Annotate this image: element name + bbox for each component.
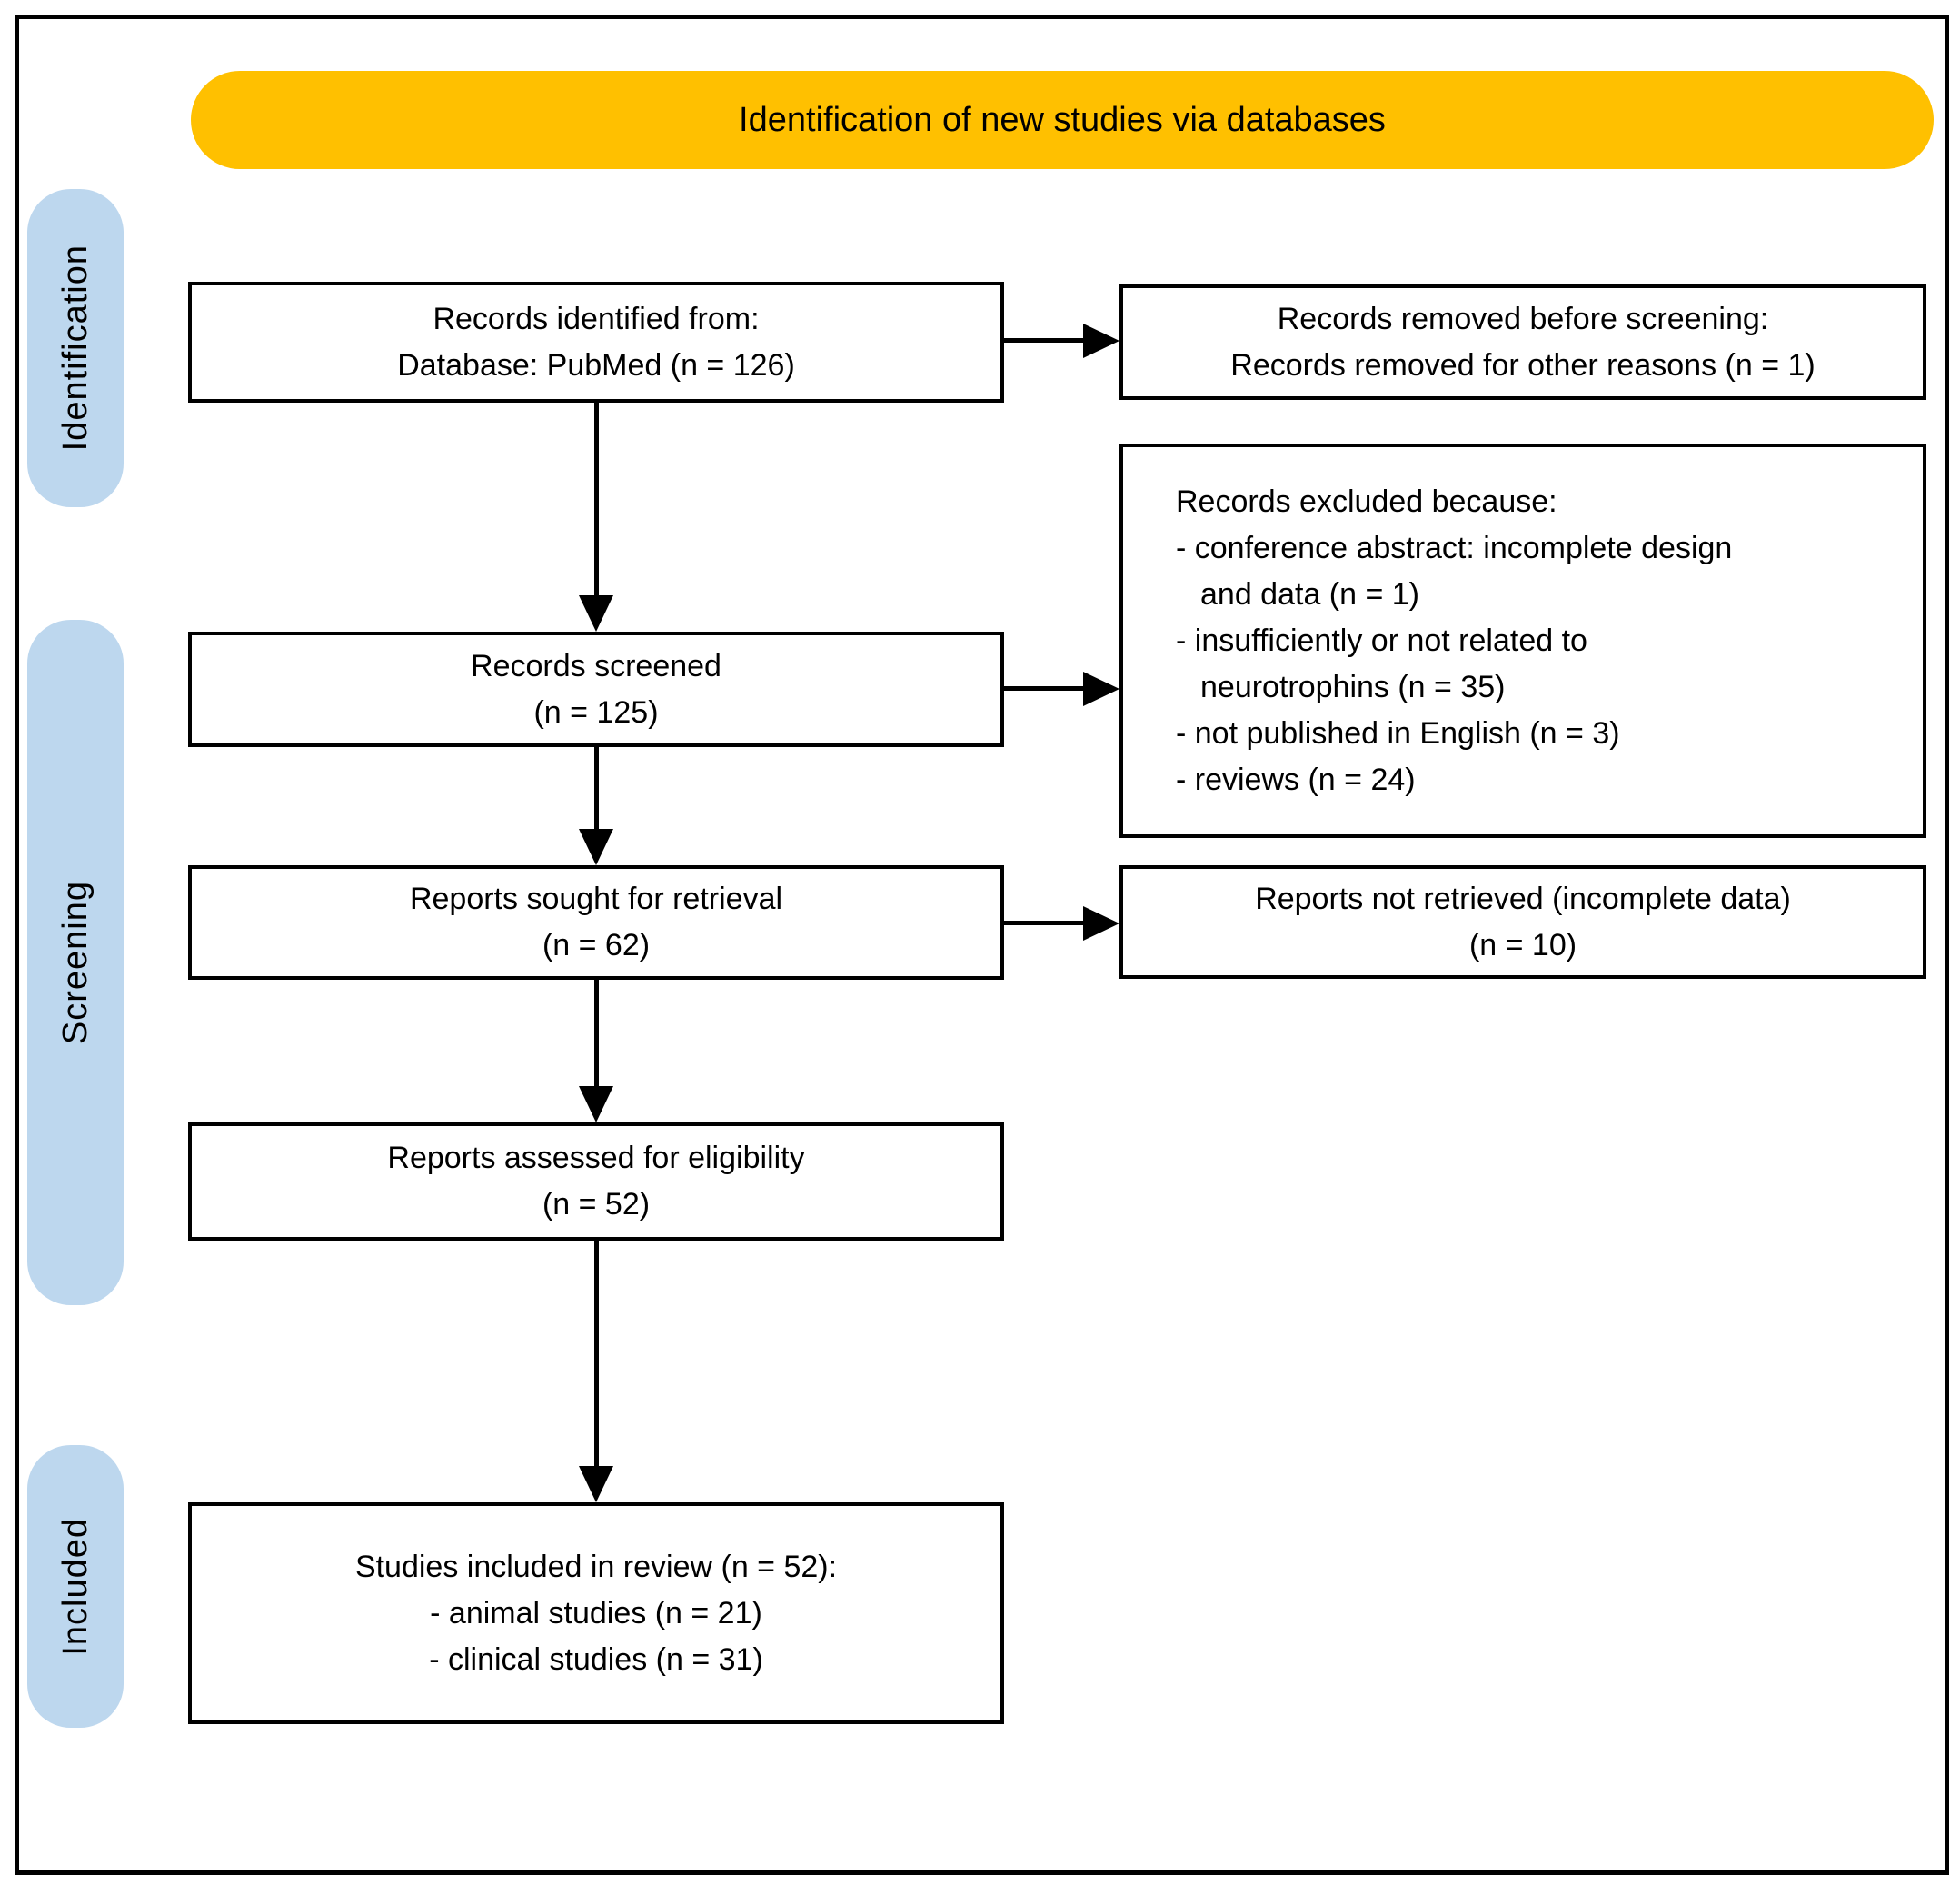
stage-screening: Screening (27, 620, 124, 1305)
arrow-head-icon (579, 595, 613, 632)
arrow-shaft (594, 747, 599, 831)
box-reports-not-retrieved-line1: Reports not retrieved (incomplete data) (1255, 881, 1791, 916)
box-records-screened-line2: (n = 125) (533, 694, 659, 730)
arrow-shaft (1004, 686, 1086, 691)
box-studies-included: Studies included in review (n = 52): - a… (188, 1502, 1004, 1724)
stage-included: Included (27, 1445, 124, 1728)
stage-included-label: Included (55, 1517, 95, 1656)
arrow-shaft (1004, 338, 1086, 343)
box-reports-not-retrieved: Reports not retrieved (incomplete data) … (1119, 865, 1926, 979)
box-records-excluded-title: Records excluded because: (1176, 484, 1557, 519)
arrow-shaft (594, 1241, 599, 1468)
box-studies-included-line3: - clinical studies (n = 31) (429, 1641, 763, 1677)
arrow-head-icon (1083, 906, 1119, 941)
box-reports-assessed-line1: Reports assessed for eligibility (387, 1141, 805, 1175)
box-reports-sought: Reports sought for retrieval (n = 62) (188, 865, 1004, 980)
stage-identification-label: Identification (55, 244, 95, 452)
box-studies-included-line1: Studies included in review (n = 52): (354, 1549, 838, 1584)
box-records-removed-line1: Records removed before screening: (1277, 301, 1769, 336)
excluded-reason-not-related-neurotrophins: - insufficiently or not related to neuro… (1176, 623, 1587, 704)
stage-identification: Identification (27, 189, 124, 507)
box-records-identified: Records identified from: Database: PubMe… (188, 282, 1004, 403)
arrow-shaft (594, 980, 599, 1088)
arrow-shaft (1004, 921, 1086, 925)
arrow-head-icon (1083, 672, 1119, 706)
box-reports-assessed-line2: (n = 52) (542, 1187, 651, 1222)
banner-identification-of-new-studies: Identification of new studies via databa… (191, 71, 1934, 169)
excluded-reason-reviews: - reviews (n = 24) (1176, 762, 1416, 797)
box-records-identified-line1: Records identified from: (433, 301, 760, 336)
box-studies-included-line2: - animal studies (n = 21) (430, 1595, 762, 1631)
box-records-identified-line2: Database: PubMed (n = 126) (397, 347, 795, 383)
arrow-head-icon (579, 1086, 613, 1122)
box-reports-sought-line1: Reports sought for retrieval (409, 882, 783, 916)
box-records-removed-line2: Records removed for other reasons (n = 1… (1230, 347, 1816, 383)
box-reports-not-retrieved-line2: (n = 10) (1468, 927, 1577, 962)
outer-border (15, 15, 1949, 1875)
banner-title: Identification of new studies via databa… (739, 100, 1386, 139)
box-reports-assessed: Reports assessed for eligibility (n = 52… (188, 1122, 1004, 1241)
box-records-removed-before-screening: Records removed before screening: Record… (1119, 284, 1926, 400)
excluded-reason-not-english: - not published in English (n = 3) (1176, 715, 1620, 751)
arrow-shaft (594, 403, 599, 598)
excluded-reason-conference-abstract: - conference abstract: incomplete design… (1176, 530, 1733, 612)
arrow-head-icon (579, 829, 613, 865)
box-reports-sought-line2: (n = 62) (542, 928, 651, 962)
arrow-head-icon (579, 1466, 613, 1502)
box-records-excluded: Records excluded because: - conference a… (1119, 444, 1926, 838)
box-records-screened-line1: Records screened (471, 648, 721, 683)
box-records-screened: Records screened (n = 125) (188, 632, 1004, 747)
stage-screening-label: Screening (55, 880, 95, 1045)
arrow-head-icon (1083, 324, 1119, 358)
